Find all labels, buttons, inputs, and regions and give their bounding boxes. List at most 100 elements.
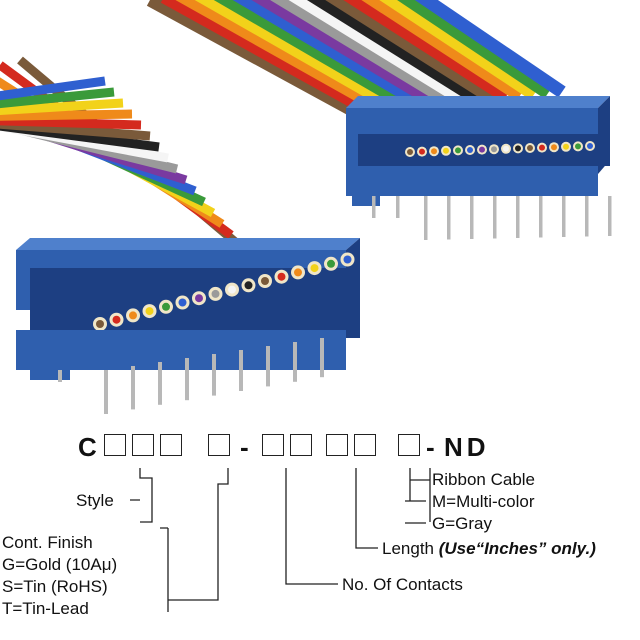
contact-wire-end: [431, 148, 437, 155]
ribbon-wire: [232, 0, 426, 110]
ribbon-wire: [146, 0, 356, 116]
ribbon-wire: [361, 0, 524, 102]
connector-left: [16, 238, 360, 414]
ribbon-wire: [0, 87, 115, 109]
part-number-dash-1: -: [240, 432, 249, 462]
pin: [158, 362, 162, 405]
contact-wire-end: [112, 315, 121, 324]
ribbon-cable-front: [0, 56, 243, 250]
code-box-contacts: [262, 434, 284, 456]
finish-title: Cont. Finish: [2, 533, 93, 552]
ribbon-wire: [0, 98, 124, 115]
ribbon-option-gray: G=Gray: [432, 514, 492, 533]
ribbon-wire: [213, 0, 412, 111]
ribbon-wire: [397, 0, 552, 99]
contact-wire-end: [503, 145, 509, 152]
ribbon-option-multicolor: M=Multi-color: [432, 492, 535, 511]
contact-wire-end: [195, 294, 203, 303]
pin: [58, 370, 62, 382]
ribbon-wire: [0, 76, 106, 101]
contact-wire-end: [277, 272, 286, 281]
contact-wire-end: [129, 311, 137, 320]
pin: [320, 338, 324, 378]
code-box-contacts-2: [290, 434, 312, 456]
contact-wire-end: [162, 302, 170, 311]
pin: [131, 366, 135, 410]
style-label: Style: [76, 491, 114, 510]
callout-leader-lines: [130, 468, 431, 612]
ribbon-wire: [194, 0, 398, 113]
part-number-dash-2: -: [426, 432, 435, 462]
ribbon-wire: [0, 109, 133, 121]
pin: [396, 196, 400, 218]
length-label: Length: [382, 539, 434, 558]
pins-left: [58, 338, 324, 414]
pin: [493, 196, 497, 239]
pin: [470, 196, 474, 239]
part-number-prefix: C: [78, 432, 97, 462]
pin: [562, 196, 566, 237]
ribbon-wire: [160, 0, 370, 115]
pin: [447, 196, 451, 240]
contact-wire-end: [479, 146, 485, 153]
pin: [424, 196, 428, 240]
length-callout: Length (Use“Inches” only.): [382, 539, 596, 559]
contact-wire-end: [96, 320, 104, 328]
ribbon-wire: [288, 0, 468, 106]
ribbon-wire: [0, 121, 160, 152]
ribbon-wire: [0, 119, 151, 141]
contact-wire-end: [455, 147, 461, 154]
pin: [293, 342, 297, 382]
code-box-style: [104, 434, 126, 456]
ribbon-wire: [251, 0, 440, 109]
code-box-ribbon: [398, 434, 420, 456]
ribbon-wire: [270, 0, 454, 108]
contact-wire-end: [178, 298, 187, 307]
ribbon-wire: [306, 0, 482, 105]
finish-option-tin-lead: T=Tin-Lead: [2, 599, 89, 618]
contact-wire-end: [261, 277, 269, 285]
contact-wire-end: [539, 144, 545, 151]
contact-wire-end: [575, 143, 581, 150]
pin: [585, 196, 589, 237]
contact-wire-end: [211, 289, 220, 298]
contact-wire-end: [244, 281, 253, 290]
contact-wire-end: [145, 307, 154, 316]
contact-wire-end: [563, 143, 569, 150]
contact-wire-end: [294, 268, 302, 277]
code-box-style-2: [132, 434, 154, 456]
contact-wire-end: [419, 148, 425, 155]
ribbon-wire: [379, 0, 538, 100]
connector-right: [346, 96, 612, 240]
ribbon-wire: [175, 0, 384, 114]
ribbon-wire: [343, 0, 510, 103]
code-box-length: [326, 434, 348, 456]
contact-wire-end: [443, 147, 449, 154]
pins-right: [372, 196, 612, 240]
contact-wire-end: [515, 145, 521, 152]
pin: [372, 196, 376, 218]
contacts-label: No. Of Contacts: [342, 575, 463, 594]
contact-holes-right: [405, 141, 595, 157]
pin: [239, 350, 243, 391]
contact-wire-end: [343, 255, 352, 264]
pin: [516, 196, 520, 238]
contact-wire-end: [467, 147, 473, 153]
ribbon-wire: [414, 0, 566, 98]
code-box-length-2: [354, 434, 376, 456]
ribbon-cable-title: Ribbon Cable: [432, 470, 536, 489]
contact-wire-end: [327, 259, 335, 268]
contact-wire-end: [551, 144, 557, 151]
ribbon-wire: [325, 0, 496, 104]
pin: [185, 358, 189, 401]
code-box-finish: [208, 434, 230, 456]
finish-option-gold: G=Gold (10Aμ): [2, 555, 118, 574]
contact-wire-end: [527, 145, 533, 151]
contact-wire-end: [587, 143, 593, 149]
contact-wire-end: [407, 149, 413, 155]
pin: [212, 354, 216, 396]
length-note: (Use“Inches” only.): [438, 539, 596, 558]
ribbon-wire: [0, 116, 142, 130]
